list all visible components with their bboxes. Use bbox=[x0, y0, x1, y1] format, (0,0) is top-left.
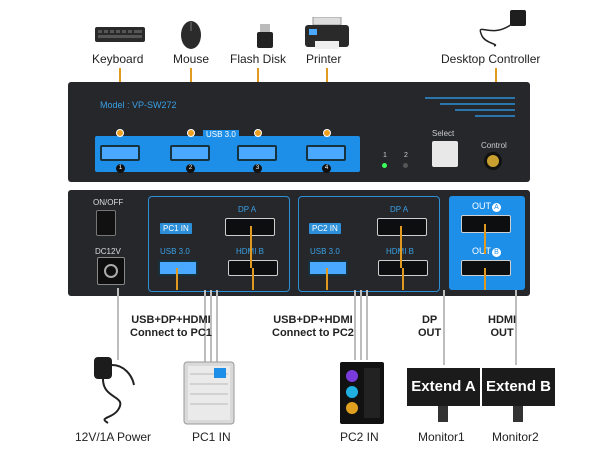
pc1-usb-port[interactable] bbox=[158, 260, 198, 276]
monitor2-stand bbox=[513, 406, 523, 422]
pc2-tower-icon bbox=[338, 360, 386, 426]
model-label: Model : VP-SW272 bbox=[100, 100, 177, 110]
desktop-controller-icon bbox=[470, 10, 530, 48]
pc1-connect-annotation: USB+DP+HDMI Connect to PC1 bbox=[130, 314, 212, 339]
pc1-tower-icon bbox=[180, 360, 238, 426]
front-usb-port-2[interactable] bbox=[170, 145, 210, 161]
led-2 bbox=[403, 163, 408, 168]
pc2-usb-label: USB 3.0 bbox=[310, 247, 340, 256]
pc2-dp-port[interactable] bbox=[377, 218, 427, 236]
power-switch-label: ON/OFF bbox=[93, 198, 124, 207]
pc2-connect-annotation: USB+DP+HDMI Connect to PC2 bbox=[272, 314, 354, 339]
monitor2-label: Monitor2 bbox=[492, 430, 539, 444]
pc1-in-badge: PC1 IN bbox=[160, 223, 192, 234]
pc1-dp-label: DP A bbox=[238, 205, 257, 214]
front-usb-port-4[interactable] bbox=[306, 145, 346, 161]
out-b-hdmi-port[interactable] bbox=[461, 260, 511, 276]
front-usb-port-3[interactable] bbox=[237, 145, 277, 161]
pc2-usb-port[interactable] bbox=[308, 260, 348, 276]
led-1-label: 1 bbox=[383, 152, 387, 159]
pc2-port-group bbox=[298, 196, 440, 292]
control-label: Control bbox=[481, 141, 507, 150]
port-number-1: 1 bbox=[116, 164, 125, 173]
monitor1-stand bbox=[438, 406, 448, 422]
select-button[interactable] bbox=[432, 141, 458, 167]
power-switch[interactable] bbox=[96, 210, 116, 236]
dc-in-jack[interactable] bbox=[97, 257, 125, 285]
front-usb-label: USB 3.0 bbox=[203, 130, 239, 139]
dc-in-label: DC12V bbox=[95, 247, 121, 256]
out-a-letter: A bbox=[492, 203, 501, 212]
power-label: 12V/1A Power bbox=[75, 430, 152, 444]
front-decor-lines bbox=[425, 96, 515, 118]
keyboard-icon bbox=[95, 25, 145, 43]
port-number-4: 4 bbox=[322, 164, 331, 173]
keyboard-label: Keyboard bbox=[92, 52, 144, 66]
front-usb-port-1[interactable] bbox=[100, 145, 140, 161]
power-adapter-icon bbox=[88, 355, 138, 425]
printer-label: Printer bbox=[306, 52, 342, 66]
dp-out-annotation: DP OUT bbox=[418, 314, 442, 339]
desktop-controller-label: Desktop Controller bbox=[441, 52, 541, 66]
select-label: Select bbox=[432, 129, 455, 138]
led-1 bbox=[382, 163, 387, 168]
mouse-label: Mouse bbox=[173, 52, 210, 66]
printer-icon bbox=[305, 16, 349, 51]
pc2-label: PC2 IN bbox=[340, 430, 379, 444]
led-2-label: 2 bbox=[404, 152, 408, 159]
pc2-in-badge: PC2 IN bbox=[309, 223, 341, 234]
pc1-usb-label: USB 3.0 bbox=[160, 247, 190, 256]
monitor2-screen: Extend B bbox=[482, 368, 555, 406]
port-number-2: 2 bbox=[186, 164, 195, 173]
monitor1-screen: Extend A bbox=[407, 368, 480, 406]
monitor1-label: Monitor1 bbox=[418, 430, 465, 444]
hdmi-out-annotation: HDMI OUT bbox=[488, 314, 517, 339]
out-b-letter: B bbox=[492, 248, 501, 257]
pc2-dp-label: DP A bbox=[390, 205, 409, 214]
out-a-dp-port[interactable] bbox=[461, 215, 511, 233]
control-jack[interactable] bbox=[484, 152, 502, 170]
pc1-label: PC1 IN bbox=[192, 430, 231, 444]
port-number-3: 3 bbox=[253, 164, 262, 173]
pc1-port-group bbox=[148, 196, 290, 292]
mouse-icon bbox=[180, 20, 202, 50]
flash-disk-icon bbox=[255, 24, 275, 48]
flash-disk-label: Flash Disk bbox=[230, 52, 287, 66]
